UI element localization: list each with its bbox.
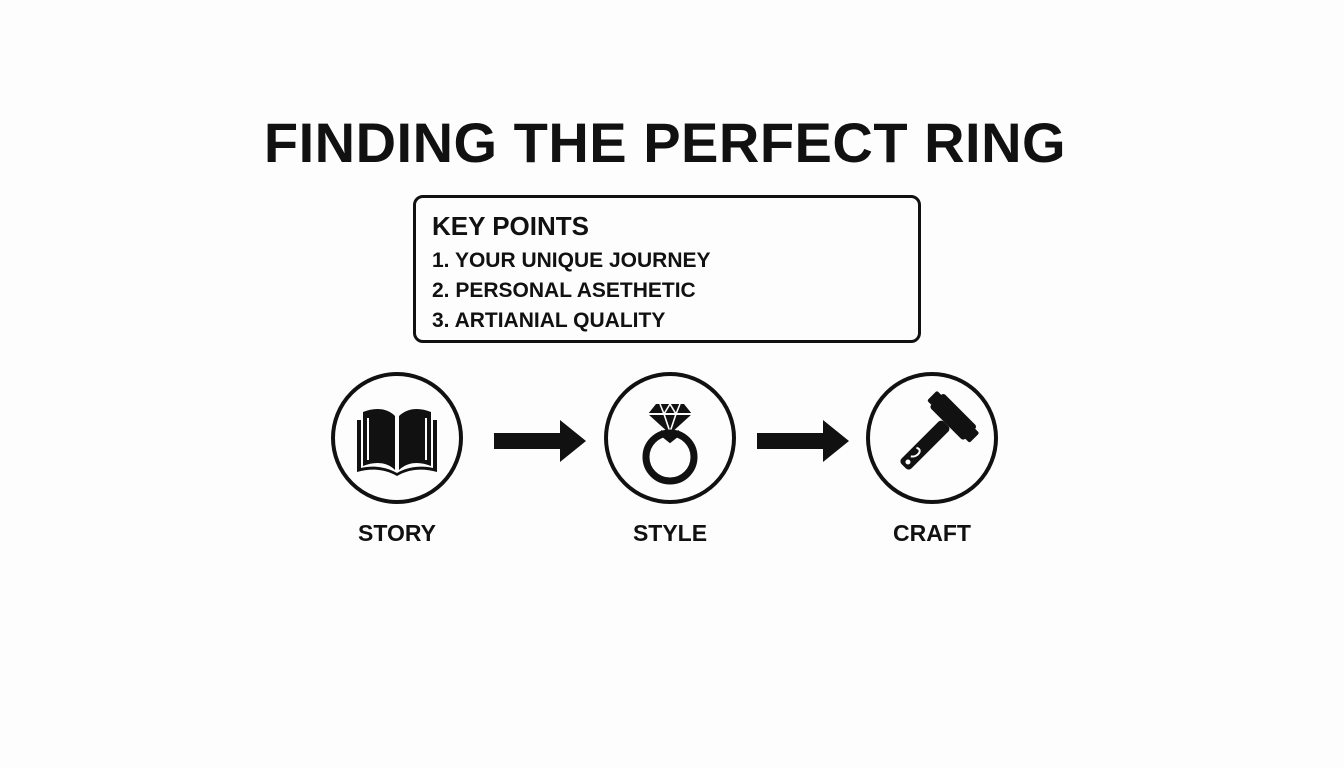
key-points-heading: KEY POINTS: [432, 211, 590, 241]
open-book-icon: [357, 408, 437, 476]
arrow-right-icon: [757, 420, 849, 462]
arrow-right-icon: [494, 420, 586, 462]
hammer-icon: [900, 391, 979, 470]
key-point-item: 1. YOUR UNIQUE JOURNEY: [432, 249, 711, 272]
step-story-label: STORY: [358, 520, 436, 546]
step-style-label: STYLE: [632, 520, 708, 546]
step-craft-circle: [866, 372, 998, 504]
page-title: FINDING THE PERFECT RING: [263, 111, 1067, 174]
step-style-circle: [604, 372, 736, 504]
step-craft-label: CRAFT: [893, 520, 971, 546]
key-points-list: 1. YOUR UNIQUE JOURNEY 2. PERSONAL ASETH…: [432, 246, 902, 336]
key-points-box: KEY POINTS 1. YOUR UNIQUE JOURNEY 2. PER…: [413, 195, 921, 343]
diamond-ring-icon: [642, 403, 698, 485]
key-point-item: 3. ARTIANIAL QUALITY: [432, 309, 666, 332]
step-story-circle: [331, 372, 463, 504]
key-point-item: 2. PERSONAL ASETHETIC: [432, 279, 696, 302]
